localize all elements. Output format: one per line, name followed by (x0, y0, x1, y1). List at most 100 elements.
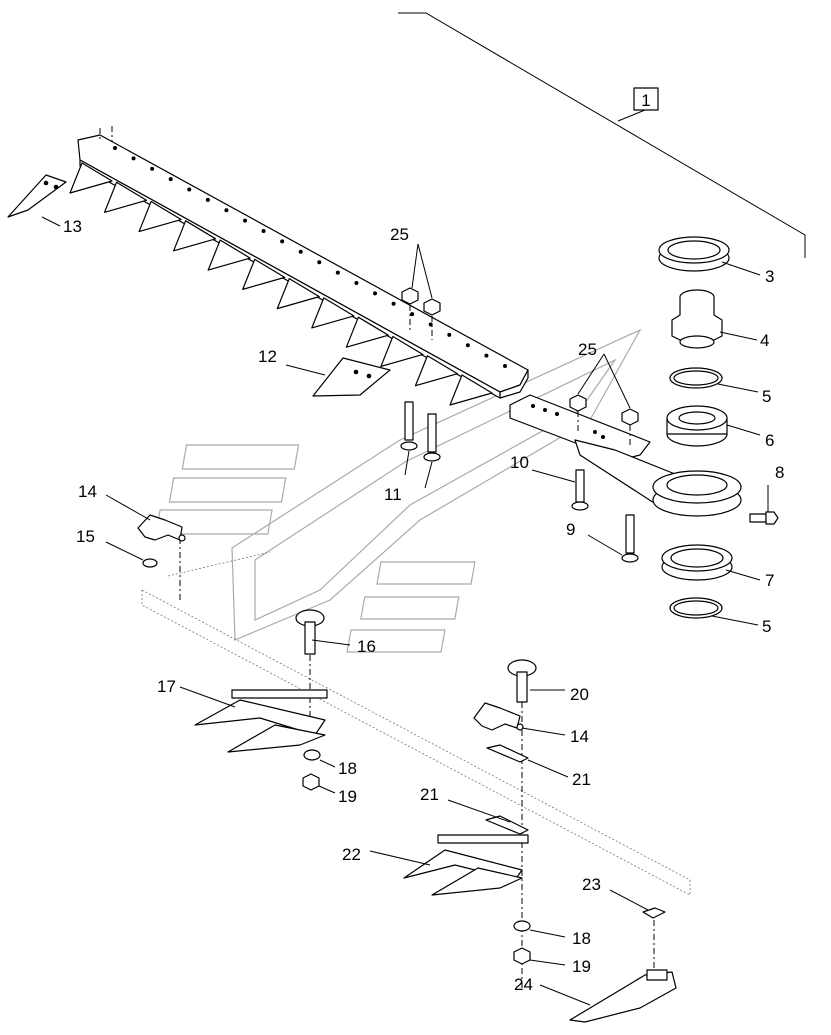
callout-24: 24 (514, 975, 533, 994)
knife-bar-hole (150, 166, 155, 171)
nut-25-a (401, 243, 441, 340)
guard-17 (179, 686, 328, 753)
callout-18-a: 18 (338, 759, 357, 778)
callout-14-a: 14 (78, 482, 97, 501)
guard-24 (539, 969, 677, 1023)
knife-bar-hole (317, 260, 322, 265)
knife-section-13 (7, 174, 67, 227)
callout-15: 15 (76, 527, 95, 546)
nut-19-a (302, 773, 336, 794)
knife-bar-hole (187, 187, 192, 192)
callout-12: 12 (258, 347, 277, 366)
callout-8: 8 (775, 463, 784, 482)
knife-section (380, 335, 424, 368)
callout-5-b: 5 (762, 617, 771, 636)
knife-section (242, 258, 286, 290)
clip-14-b (473, 702, 566, 736)
bolt-20 (507, 659, 565, 990)
callout-13: 13 (63, 217, 82, 236)
grease-nipple-8 (749, 485, 779, 525)
callout-4: 4 (760, 331, 769, 350)
callout-9: 9 (566, 520, 575, 539)
circlip-5-b (669, 597, 759, 626)
callout-7: 7 (765, 571, 774, 590)
knife-bar-hole (205, 197, 210, 202)
guard-22 (369, 834, 529, 896)
callout-16: 16 (357, 637, 376, 656)
knife-bar-hole (224, 208, 229, 213)
knife-section-12 (285, 357, 391, 397)
callout-18-b: 18 (572, 929, 591, 948)
callout-3: 3 (765, 267, 774, 286)
shim-21-a (486, 744, 569, 778)
callout-25-a: 25 (390, 225, 409, 244)
nut-25-b (569, 353, 639, 448)
callout-25-b: 25 (578, 340, 597, 359)
knife-bar-holes (113, 146, 507, 368)
bushing-4 (671, 289, 758, 349)
callout-19-a: 19 (338, 787, 357, 806)
knife-bar-hole (373, 291, 377, 296)
circlip-5-a (669, 367, 759, 393)
knife-bar-hole (335, 270, 340, 275)
knife-bar-hole (391, 301, 396, 306)
seal-ring-3 (658, 236, 761, 276)
callout-21-b: 21 (420, 785, 439, 804)
callout-23: 23 (582, 875, 601, 894)
bolt-16 (295, 609, 351, 740)
callout-6: 6 (765, 431, 774, 450)
callout-11: 11 (384, 485, 402, 504)
knife-section (449, 374, 493, 406)
knife-section (207, 239, 251, 271)
callout-21-a: 21 (572, 770, 591, 789)
knife-bar-hole (484, 353, 489, 358)
bearing-housing (652, 470, 742, 517)
shim-21-b (447, 799, 529, 835)
knife-bar-hole (243, 218, 247, 223)
knife-bar-hole (113, 146, 117, 150)
callout-10: 10 (510, 453, 529, 472)
knife-section (173, 220, 217, 252)
washer-18-a (303, 749, 336, 768)
knife-section (414, 355, 459, 387)
knife-section (345, 316, 389, 348)
clip-23 (609, 889, 666, 975)
callout-19-b: 19 (572, 957, 591, 976)
callout-1: 1 (641, 91, 650, 110)
watermark-logo (155, 328, 642, 653)
callout-5-a: 5 (762, 387, 771, 406)
knife-sections (69, 162, 493, 406)
callout-20: 20 (570, 685, 589, 704)
knife-bar-hole (447, 332, 452, 337)
callout-14-b: 14 (570, 727, 589, 746)
knife-section (69, 162, 113, 194)
knife-bar-hole (261, 229, 266, 234)
callout-22: 22 (342, 845, 361, 864)
knife-bar-hole (280, 239, 285, 244)
knife-section (138, 200, 182, 233)
knife-bar-hole (410, 312, 415, 317)
callout-box-1 (633, 87, 659, 111)
knife-bar-hole (465, 343, 470, 348)
bolt-11 (400, 401, 441, 489)
knife-bar-hole (298, 249, 303, 254)
bearing-6 (666, 405, 761, 447)
knife-section (103, 181, 148, 213)
bolt-10 (531, 469, 589, 511)
knife-bar-hole (168, 177, 173, 182)
cutter-bar-outline (141, 540, 691, 896)
nut-19-b (513, 947, 566, 966)
callout-17: 17 (157, 677, 176, 696)
knife-bar-hole (503, 364, 507, 368)
bolt-9 (587, 514, 639, 563)
knife-section (276, 278, 320, 310)
clip-14-a (105, 494, 186, 542)
knife-bar-hole (354, 280, 359, 285)
washer-15 (105, 541, 158, 568)
knife-bar-hole (131, 156, 136, 161)
seal-ring-7 (661, 544, 761, 581)
washer-18-b (513, 920, 566, 938)
assembly-group-1: 1 (398, 12, 806, 258)
knife-assembly (69, 126, 529, 406)
